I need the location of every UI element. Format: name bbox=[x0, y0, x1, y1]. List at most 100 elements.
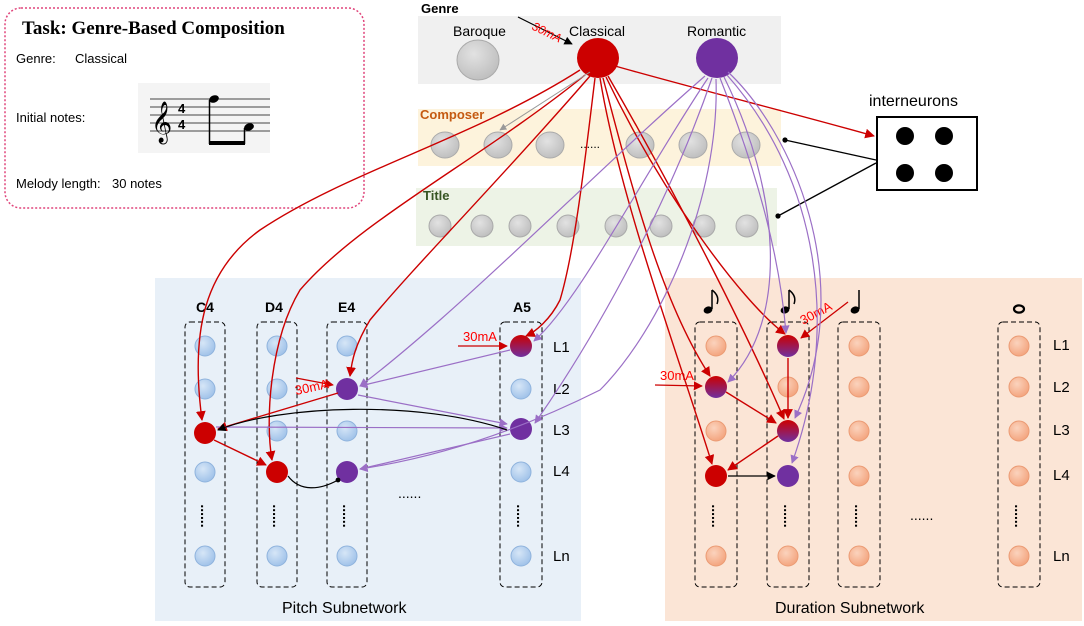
interneuron bbox=[935, 127, 953, 145]
duration-subnetwork-label: Duration Subnetwork bbox=[775, 600, 925, 617]
connection-to-composer bbox=[499, 71, 591, 131]
duration-neuron bbox=[705, 545, 727, 567]
duration-neuron bbox=[1008, 335, 1030, 357]
pitch-column-a5-neurons: ...... bbox=[510, 335, 532, 567]
duration-neuron bbox=[848, 335, 870, 357]
duration-neuron bbox=[1008, 376, 1030, 398]
connection bbox=[215, 423, 508, 433]
interneurons-box bbox=[876, 116, 978, 191]
duration-neuron bbox=[848, 545, 870, 567]
pitch-column-box-a5 bbox=[499, 321, 543, 588]
classical-connections bbox=[195, 65, 875, 471]
connection bbox=[346, 75, 591, 377]
duration-layer-label-l3: L3 bbox=[1053, 422, 1070, 439]
pitch-neuron bbox=[194, 461, 216, 483]
duration-column-4-neurons: ...... bbox=[1008, 335, 1030, 567]
duration-column-box-4 bbox=[997, 321, 1041, 588]
duration-neuron bbox=[848, 376, 870, 398]
composer-neuron bbox=[625, 131, 655, 159]
note-head-1 bbox=[209, 95, 219, 103]
pitch-neuron-active bbox=[510, 335, 532, 357]
connection bbox=[727, 435, 779, 471]
genre-item-romantic: Romantic bbox=[687, 23, 746, 39]
romantic-neuron bbox=[696, 38, 738, 78]
interneuron bbox=[935, 164, 953, 182]
genre-input-arrow bbox=[517, 16, 573, 45]
duration-column-1-neurons: ...... bbox=[705, 335, 727, 567]
duration-neuron-active bbox=[777, 465, 799, 487]
whole-note-icon bbox=[1012, 304, 1026, 314]
pitch-layer-label-l3: L3 bbox=[553, 422, 570, 439]
initial-notes-label: Initial notes: bbox=[16, 110, 85, 125]
connection bbox=[725, 391, 777, 424]
composer-neurons bbox=[430, 131, 761, 159]
composer-ellipsis: ...... bbox=[580, 137, 600, 151]
interneurons-label: interneurons bbox=[869, 93, 958, 110]
title-neuron bbox=[735, 214, 759, 238]
connection bbox=[534, 77, 713, 424]
title-neuron bbox=[428, 214, 452, 238]
pitch-subnetwork-label: Pitch Subnetwork bbox=[282, 600, 408, 617]
initial-notes-staff-image: 𝄞 4 4 bbox=[138, 83, 270, 153]
duration-neuron bbox=[1008, 465, 1030, 487]
interneuron-inhibit-composer bbox=[782, 137, 877, 161]
title-panel-title: Title bbox=[423, 188, 450, 203]
pitch-input-current-1: 30mA bbox=[463, 329, 497, 344]
duration-neuron-active bbox=[777, 335, 799, 357]
duration-column-box-3 bbox=[837, 321, 881, 588]
pitch-column-ellipsis: ...... bbox=[398, 485, 421, 501]
treble-clef-icon: 𝄞 bbox=[151, 101, 172, 144]
duration-layer-label-l4: L4 bbox=[1053, 467, 1070, 484]
pitch-neuron bbox=[510, 461, 532, 483]
vertical-ellipsis: ...... bbox=[709, 504, 725, 527]
pitch-subnetwork-panel bbox=[155, 278, 581, 621]
composer-neuron bbox=[678, 131, 708, 159]
pitch-neuron bbox=[194, 545, 216, 567]
connection bbox=[359, 75, 706, 387]
duration-neuron bbox=[1008, 420, 1030, 442]
pitch-neuron bbox=[194, 378, 216, 400]
pitch-layer-label-l1: L1 bbox=[553, 339, 570, 356]
duration-layer-label-ln: Ln bbox=[1053, 548, 1070, 565]
pitch-input-current-2: 30mA bbox=[294, 376, 331, 398]
composer-neuron bbox=[731, 131, 761, 159]
pitch-neuron bbox=[510, 545, 532, 567]
duration-neuron-active bbox=[777, 420, 799, 442]
eighth-note-icon bbox=[703, 289, 719, 314]
duration-neuron bbox=[705, 420, 727, 442]
pitch-layer-label-l4: L4 bbox=[553, 463, 570, 480]
pitch-input-arrow bbox=[295, 377, 334, 388]
duration-input-arrow bbox=[800, 301, 849, 339]
pitch-column-e4-neurons: ...... bbox=[336, 335, 358, 567]
vertical-ellipsis: ...... bbox=[198, 504, 214, 527]
interneuron bbox=[896, 127, 914, 145]
duration-column-2-neurons: ...... bbox=[777, 335, 799, 567]
pitch-neuron bbox=[336, 545, 358, 567]
pitch-neuron-active bbox=[194, 422, 216, 444]
pitch-column-box-e4 bbox=[326, 321, 368, 588]
title-neuron bbox=[508, 214, 532, 238]
connection bbox=[605, 76, 786, 335]
task-title: Task: Genre-Based Composition bbox=[22, 18, 285, 39]
time-signature-top: 4 bbox=[178, 101, 186, 116]
connection bbox=[265, 74, 586, 461]
duration-layer-label-l2: L2 bbox=[1053, 379, 1070, 396]
genre-label: Genre: bbox=[16, 51, 56, 66]
duration-neuron bbox=[777, 545, 799, 567]
vertical-ellipsis: ...... bbox=[270, 504, 286, 527]
quarter-note-icon bbox=[850, 290, 860, 314]
pitch-neuron-active bbox=[336, 461, 358, 483]
title-neurons bbox=[428, 214, 759, 238]
romantic-connections bbox=[215, 71, 822, 473]
pitch-neuron-active bbox=[266, 461, 288, 483]
duration-neuron bbox=[848, 465, 870, 487]
melody-length-label: Melody length: bbox=[16, 176, 101, 191]
interneuron bbox=[896, 164, 914, 182]
pitch-layer-label-ln: Ln bbox=[553, 548, 570, 565]
connection bbox=[359, 349, 511, 389]
classical-neuron bbox=[577, 38, 619, 78]
duration-input-arrow bbox=[654, 381, 703, 391]
connection bbox=[602, 77, 711, 377]
composer-neuron bbox=[483, 131, 513, 159]
